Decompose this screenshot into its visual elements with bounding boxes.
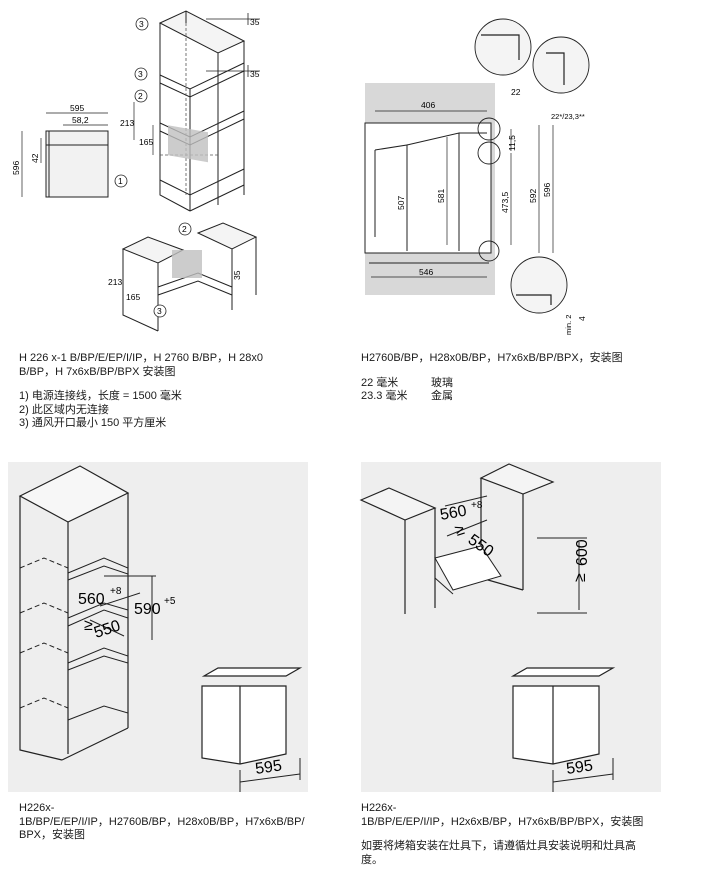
figure-tall-cabinet-installation: 35 35 3 3 2 213 165 595 58,2 596 4 — [11, 10, 260, 332]
dim-507: 507 — [396, 196, 406, 210]
callout-2-a: 2 — [138, 91, 143, 101]
caption-line: H2760B/BP，H28x0B/BP，H7x6xB/BP/BPX，安装图 — [361, 352, 623, 364]
dim-560-tol: +8 — [471, 500, 483, 511]
callout-3-a: 3 — [139, 19, 144, 29]
caption-line: 1B/BP/E/EP/I/IP，H2x6xB/BP，H7x6xB/BP/BPX，… — [361, 815, 644, 828]
dim-42: 42 — [30, 153, 40, 163]
dim-ge: ≥ — [84, 617, 93, 634]
note-3: 3) 通风开口最小 150 平方厘米 — [19, 417, 167, 429]
dim-4: 4 — [577, 316, 587, 321]
dim-596: 596 — [542, 183, 552, 197]
dim-min-2: min. 2 — [564, 315, 573, 335]
caption-bottom-right: H226x- 1B/BP/E/EP/I/IP，H2x6xB/BP，H7x6xB/… — [361, 802, 706, 867]
caption-line: B/BP，H 7x6xB/BP/BPX 安装图 — [19, 365, 176, 378]
dim-165-upper: 165 — [139, 137, 153, 147]
dim-165-lower: 165 — [126, 292, 140, 302]
dim-560: 560 — [78, 591, 105, 608]
panel-top-right: 406 11,5 507 581 473,5 592 596 546 22 22… — [357, 0, 714, 440]
callout-3-b: 3 — [138, 69, 143, 79]
dim-590: 590 — [134, 601, 161, 618]
note-line: 度。 — [361, 853, 383, 866]
dim-58-2: 58,2 — [72, 115, 89, 125]
figure-tall-cabinet-niche: 560 +8 590 +5 ≥ 550 595 — [8, 462, 308, 792]
dim-590-tol: +5 — [164, 596, 176, 607]
dim-35-mid: 35 — [250, 69, 260, 79]
dim-22-23-3: 22*/23,3** — [551, 112, 585, 121]
figure-niche-section: 406 11,5 507 581 473,5 592 596 546 22 22… — [364, 18, 590, 335]
dim-ge-600: ≥ — [572, 573, 589, 582]
caption-line: BPX，安装图 — [19, 829, 86, 841]
dim-406: 406 — [421, 100, 435, 110]
note-2: 2) 此区域内无连接 — [19, 403, 109, 416]
panel-bottom-left: 560 +8 590 +5 ≥ 550 595 H226x- 1B/BP/E/E… — [0, 440, 357, 875]
callout-2-b: 2 — [182, 224, 187, 234]
caption-line: H226x- — [361, 802, 397, 814]
dim-11-5: 11,5 — [507, 135, 517, 151]
dim-213-lower: 213 — [108, 277, 122, 287]
dim-473-5: 473,5 — [500, 191, 510, 213]
note-1: 1) 电源连接线，长度 = 1500 毫米 — [19, 390, 182, 402]
panel-top-left: 35 35 3 3 2 213 165 595 58,2 596 4 — [0, 0, 357, 440]
caption-top-right: H2760B/BP，H28x0B/BP，H7x6xB/BP/BPX，安装图 22… — [361, 352, 706, 404]
dim-595: 595 — [70, 103, 84, 113]
dim-35-lower: 35 — [232, 270, 242, 280]
dim-560-tol: +8 — [110, 586, 122, 597]
legend-size: 22 毫米 — [361, 376, 399, 389]
callout-1: 1 — [118, 176, 123, 186]
dim-595: 595 — [254, 757, 283, 778]
caption-line: H 226 x-1 B/BP/E/EP/I/IP，H 2760 B/BP，H 2… — [19, 352, 263, 364]
legend-material: 金属 — [431, 390, 453, 402]
caption-line: 1B/BP/E/EP/I/IP，H2760B/BP，H28x0B/BP，H7x6… — [19, 815, 305, 828]
dim-22: 22 — [511, 87, 521, 97]
dim-592: 592 — [528, 189, 538, 203]
dim-600: 600 — [574, 539, 591, 566]
legend-size: 23.3 毫米 — [361, 390, 408, 402]
dim-581: 581 — [436, 189, 446, 203]
note-line: 如要将烤箱安装在灶具下，请遵循灶具安装说明和灶具高 — [361, 840, 636, 852]
caption-line: H226x- — [19, 802, 55, 814]
legend-row: 23.3 毫米 金属 — [361, 390, 706, 404]
callout-3-c: 3 — [157, 306, 162, 316]
dim-596: 596 — [11, 161, 21, 175]
panel-bottom-right: 560 +8 ≥ 550 ≥ 600 595 H226x- 1B/BP/E/EP… — [357, 440, 714, 875]
legend-table: 22 毫米 玻璃 23.3 毫米 金属 — [361, 377, 706, 404]
figure-under-counter-niche: 560 +8 ≥ 550 ≥ 600 595 — [359, 462, 661, 792]
dim-595: 595 — [565, 757, 594, 778]
dim-560: 560 — [439, 503, 468, 524]
caption-bottom-left: H226x- 1B/BP/E/EP/I/IP，H2760B/BP，H28x0B/… — [19, 802, 354, 843]
dim-213-upper: 213 — [120, 118, 134, 128]
legend-row: 22 毫米 玻璃 — [361, 377, 706, 391]
caption-top-left: H 226 x-1 B/BP/E/EP/I/IP，H 2760 B/BP，H 2… — [19, 352, 349, 431]
dim-546: 546 — [419, 267, 433, 277]
legend-material: 玻璃 — [431, 376, 453, 389]
dim-35-top: 35 — [250, 17, 260, 27]
